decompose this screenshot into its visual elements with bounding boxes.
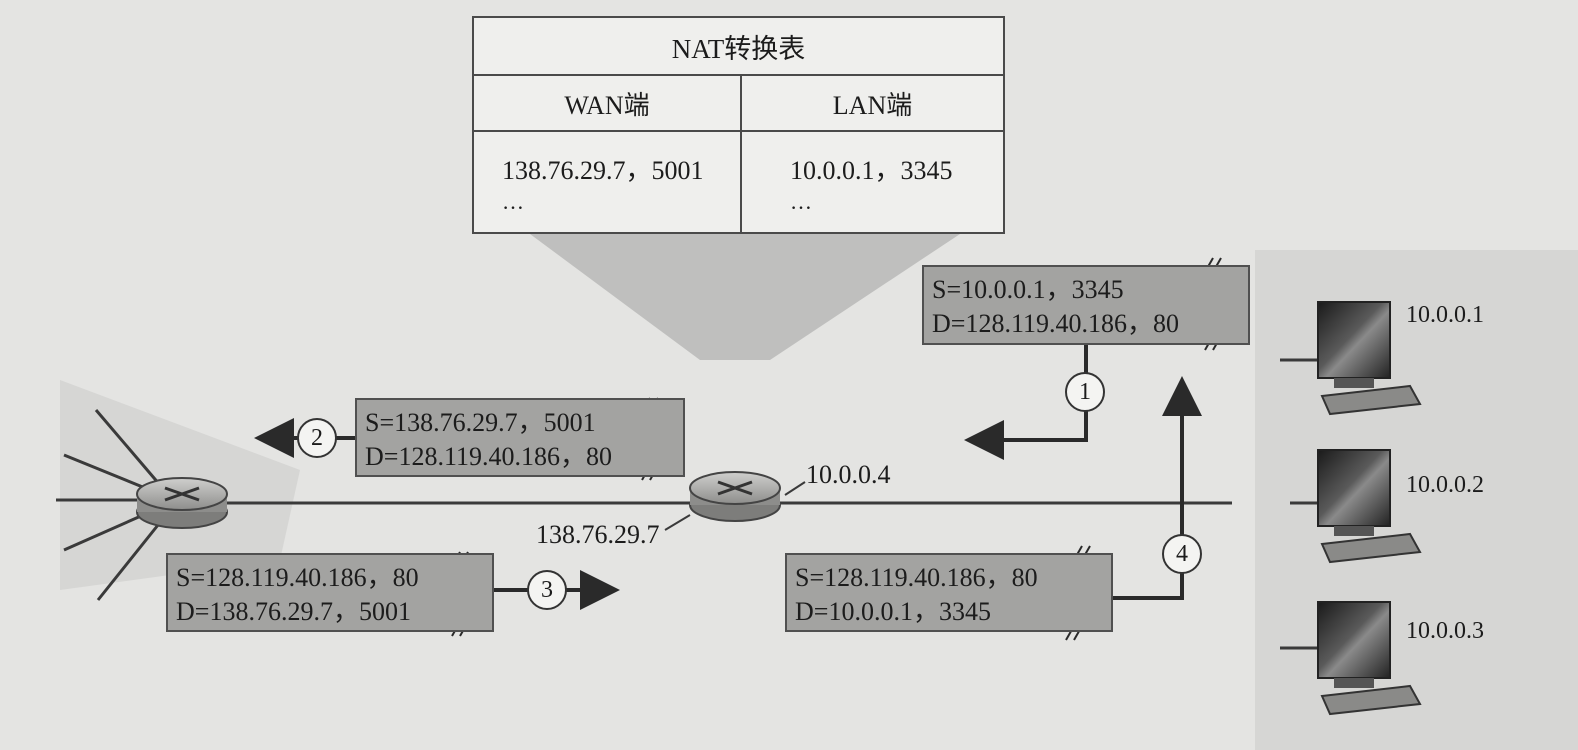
wan-column-header: WAN端 bbox=[474, 76, 742, 132]
packet-2: S=138.76.29.7，5001 D=128.119.40.186，80 bbox=[355, 398, 685, 477]
packet-3: S=128.119.40.186，80 D=138.76.29.7，5001 bbox=[166, 553, 494, 632]
packet-1-dest: D=128.119.40.186，80 bbox=[932, 309, 1179, 338]
packet-4: S=128.119.40.186，80 D=10.0.0.1，3345 bbox=[785, 553, 1113, 632]
host-2-ip: 10.0.0.2 bbox=[1406, 472, 1484, 498]
packet-2-source: S=138.76.29.7，5001 bbox=[365, 408, 596, 437]
packet-2-dest: D=128.119.40.186，80 bbox=[365, 442, 612, 471]
step-2-marker: 2 bbox=[297, 418, 337, 458]
nat-router-wan-ip: 138.76.29.7 bbox=[536, 520, 660, 549]
nat-table-title: NAT转换表 bbox=[474, 18, 1003, 76]
packet-4-source: S=128.119.40.186，80 bbox=[795, 563, 1038, 592]
lan-column-header: LAN端 bbox=[742, 76, 1003, 132]
table-zoom-wedge bbox=[530, 234, 960, 360]
nat-router-icon bbox=[689, 471, 781, 522]
packet-1-source: S=10.0.0.1，3345 bbox=[932, 275, 1124, 304]
step-4-marker: 4 bbox=[1162, 534, 1202, 574]
lan-entry: 10.0.0.1，3345 … bbox=[742, 132, 1003, 232]
computer-icon-2 bbox=[1317, 449, 1422, 564]
lan-shade bbox=[1255, 250, 1578, 750]
host-3-ip: 10.0.0.3 bbox=[1406, 618, 1484, 644]
lan-entry-value: 10.0.0.1，3345 bbox=[790, 156, 953, 185]
lan-entry-more: … bbox=[790, 189, 813, 214]
step-1-marker: 1 bbox=[1065, 372, 1105, 412]
wan-entry-more: … bbox=[502, 189, 525, 214]
internet-router-icon bbox=[136, 477, 228, 529]
packet-1: S=10.0.0.1，3345 D=128.119.40.186，80 bbox=[922, 265, 1250, 345]
packet-3-source: S=128.119.40.186，80 bbox=[176, 563, 419, 592]
internet-spokes bbox=[56, 409, 164, 601]
computer-icon-1 bbox=[1317, 301, 1422, 416]
computer-icon-3 bbox=[1317, 601, 1422, 716]
wan-entry-value: 138.76.29.7，5001 bbox=[502, 156, 704, 185]
nat-router-lan-ip: 10.0.0.4 bbox=[806, 460, 891, 489]
wan-entry: 138.76.29.7，5001 … bbox=[474, 132, 742, 232]
host-1-ip: 10.0.0.1 bbox=[1406, 302, 1484, 328]
packet-4-dest: D=10.0.0.1，3345 bbox=[795, 597, 991, 626]
step-3-marker: 3 bbox=[527, 570, 567, 610]
packet-3-dest: D=138.76.29.7，5001 bbox=[176, 597, 411, 626]
nat-translation-table: NAT转换表 WAN端 LAN端 138.76.29.7，5001 … 10.0… bbox=[472, 16, 1005, 234]
